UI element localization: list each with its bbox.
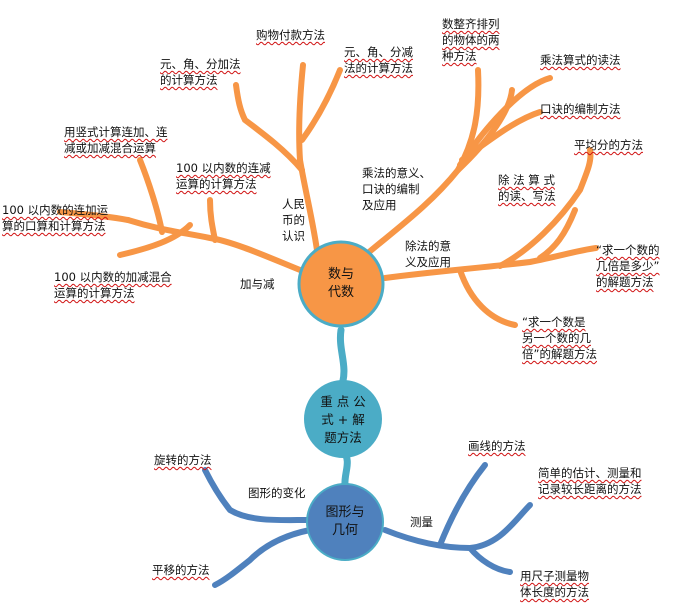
leaf-how-many-times-l1: “求一个数是 [522, 315, 586, 329]
branch-div-l2: 义及应用 [405, 255, 451, 269]
leaf-yuan-add: 元、角、分加法 的计算方法 [160, 56, 241, 88]
leaf-mult-read: 乘法算式的读法 [540, 53, 621, 67]
leaf-yuan-add-l2: 的计算方法 [160, 73, 218, 87]
center-node[interactable] [304, 380, 382, 458]
branch-mult-l3: 及应用 [362, 198, 397, 212]
geometry-line1: 图形与 [325, 505, 365, 520]
leaf-shopping: 购物付款方法 [256, 28, 325, 42]
leaf-within100-add: 100 以内数的连加运 算的口算和计算方法 [2, 202, 108, 234]
leaf-yuan-sub-l1: 元、角、分减 [344, 45, 413, 59]
connector-algebra-center [336, 326, 348, 389]
center-node-label: 重 点 公 式 + 解 题方法 [313, 393, 373, 447]
leaf-times-of-l1: “求一个数的 [596, 243, 660, 257]
leaf-translation: 平移的方法 [152, 563, 210, 577]
leaf-within100-cont-l2: 运算的计算方法 [176, 177, 257, 191]
leaf-vertical: 用竖式计算连加、连 减或加减混合运算 [64, 124, 168, 156]
branch-div-l1: 除法的意 [405, 239, 451, 253]
leaf-how-many-times-l3: 倍”的解题方法 [522, 347, 597, 361]
algebra-line1: 数与 [327, 267, 354, 282]
leaf-arrange-l1: 数整齐排列 [442, 17, 500, 31]
branch-rmb-l3: 认识 [282, 229, 305, 243]
leaf-times-of: “求一个数的 几倍是多少” 的解题方法 [596, 242, 659, 290]
leaf-estimate: 简单的估计、测量和 记录较长距离的方法 [538, 465, 642, 497]
leaf-draw-line: 画线的方法 [468, 439, 526, 453]
leaf-within100-mixed-l2: 运算的计算方法 [54, 286, 135, 300]
leaf-estimate-l2: 记录较长距离的方法 [538, 482, 642, 496]
center-line2: 式 + 解 [321, 412, 365, 427]
leaf-estimate-l1: 简单的估计、测量和 [538, 466, 642, 480]
algebra-line2: 代数 [327, 285, 354, 300]
leaf-times-of-l3: 的解题方法 [596, 275, 654, 289]
leaf-within100-cont-l1: 100 以内数的连减 [176, 161, 271, 175]
branch-shape-change: 图形的变化 [248, 486, 306, 500]
blue-branches [202, 462, 533, 588]
leaf-arrange: 数整齐排列 的物体的两 种方法 [442, 16, 500, 64]
leaf-equal-share: 平均分的方法 [574, 138, 643, 152]
leaf-div-read-l1: 除 法 算 式 [498, 173, 555, 187]
leaf-vertical-l2: 减或加减混合运算 [64, 141, 156, 155]
leaf-how-many-times: “求一个数是 另一个数的几 倍”的解题方法 [522, 314, 597, 362]
branch-rmb-l1: 人民 [282, 197, 305, 211]
leaf-rotation: 旋转的方法 [154, 453, 212, 467]
leaf-yuan-sub-l2: 法的计算方法 [344, 61, 413, 75]
orange-branches [57, 62, 599, 328]
leaf-ruler-l1: 用尺子测量物 [520, 569, 589, 583]
leaf-mnemonic: 口诀的编制方法 [540, 102, 621, 116]
leaf-yuan-sub: 元、角、分减 法的计算方法 [344, 44, 413, 76]
algebra-node-label: 数与 代数 [311, 266, 371, 302]
algebra-node[interactable] [297, 240, 385, 328]
center-line3: 题方法 [324, 430, 362, 445]
leaf-ruler: 用尺子测量物 体长度的方法 [520, 568, 589, 600]
leaf-div-read-l2: 的读、写法 [498, 189, 556, 203]
leaf-vertical-l1: 用竖式计算连加、连 [64, 125, 168, 139]
leaf-arrange-l3: 种方法 [442, 49, 477, 63]
branch-rmb-l2: 币的 [282, 213, 305, 227]
branch-measure: 测量 [410, 515, 433, 529]
branch-mult-l2: 口诀的编制 [362, 182, 420, 196]
leaf-within100-cont: 100 以内数的连减 运算的计算方法 [176, 160, 271, 192]
leaf-within100-mixed-l1: 100 以内数的加减混合 [54, 270, 172, 284]
branch-mult: 乘法的意义、 口诀的编制 及应用 [362, 165, 431, 213]
leaf-within100-mixed: 100 以内数的加减混合 运算的计算方法 [54, 269, 172, 301]
geometry-node[interactable] [306, 483, 384, 561]
leaf-within100-add-l2: 算的口算和计算方法 [2, 219, 106, 233]
center-line1: 重 点 公 [320, 394, 366, 409]
branch-mult-l1: 乘法的意义、 [362, 166, 431, 180]
branch-div: 除法的意 义及应用 [405, 238, 451, 270]
leaf-how-many-times-l2: 另一个数的几 [522, 331, 591, 345]
leaf-arrange-l2: 的物体的两 [442, 33, 500, 47]
leaf-within100-add-l1: 100 以内数的连加运 [2, 203, 109, 217]
branch-add-sub: 加与减 [240, 277, 275, 291]
geometry-node-label: 图形与 几何 [315, 504, 375, 540]
geometry-line2: 几何 [331, 523, 358, 538]
leaf-ruler-l2: 体长度的方法 [520, 585, 589, 599]
leaf-div-read: 除 法 算 式 的读、写法 [498, 172, 556, 204]
leaf-times-of-l2: 几倍是多少” [596, 259, 660, 273]
leaf-yuan-add-l1: 元、角、分加法 [160, 57, 241, 71]
branch-rmb: 人民 币的 认识 [282, 196, 305, 244]
